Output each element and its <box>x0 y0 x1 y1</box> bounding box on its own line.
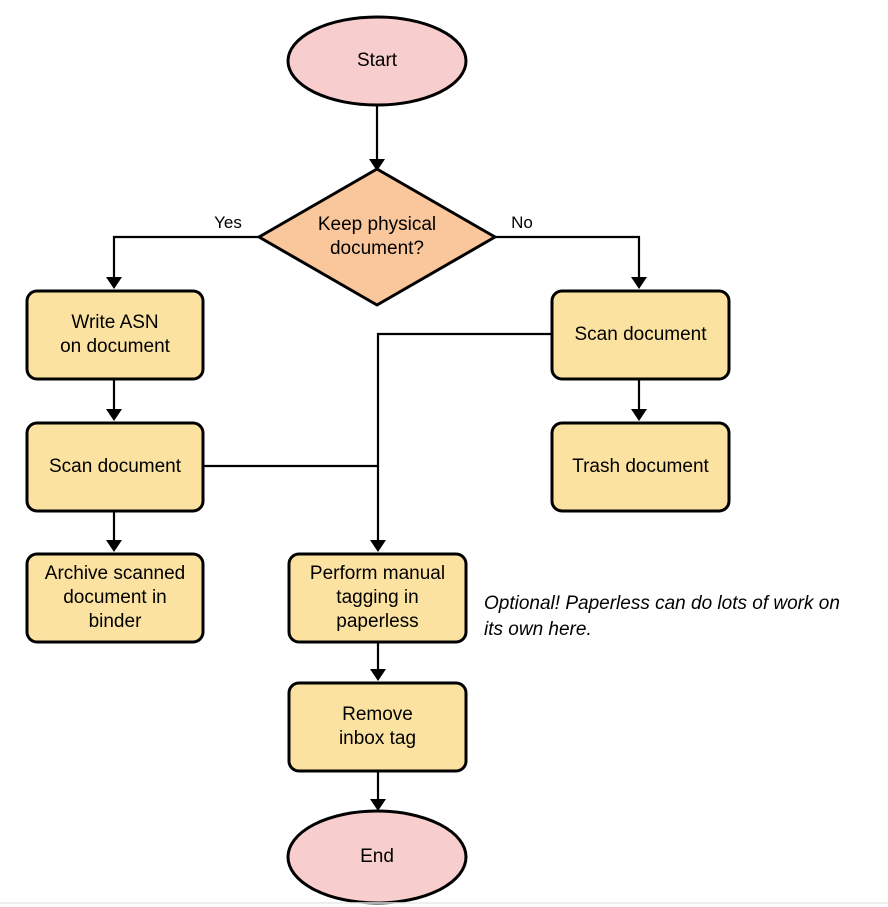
connectors-layer: Yes No <box>106 105 647 811</box>
annotations-layer: Optional! Paperless can do lots of work … <box>484 593 840 640</box>
connector-scan-document-right-to-trash <box>631 379 647 421</box>
node-label: document in <box>63 587 167 608</box>
node-label: Scan document <box>574 324 707 345</box>
connector-write-asn-to-scan-document-left <box>106 379 122 421</box>
process-shape[interactable] <box>25 421 205 513</box>
node-label: Perform manual <box>310 563 445 584</box>
process-shape[interactable] <box>550 421 731 513</box>
arrowhead-icon <box>106 540 122 552</box>
process-shape[interactable] <box>25 552 205 644</box>
connector-decision-no-to-scan-document-right: No <box>495 213 647 289</box>
process-shape[interactable] <box>287 681 468 773</box>
node-label: document? <box>330 238 424 259</box>
arrowhead-icon <box>106 409 122 421</box>
node-label: on document <box>60 336 171 357</box>
node-label: Start <box>357 50 398 71</box>
node-keep-physical-document[interactable]: Keep physical document? <box>257 167 497 307</box>
node-label: binder <box>89 611 142 632</box>
node-archive-scanned-document-in-binder[interactable]: Archive scanned document in binder <box>25 552 205 644</box>
node-label: Remove <box>342 704 413 725</box>
annotation-optional-note: Optional! Paperless can do lots of work … <box>484 593 840 640</box>
node-remove-inbox-tag[interactable]: Remove inbox tag <box>287 681 468 773</box>
decision-shape[interactable] <box>257 167 497 307</box>
node-start[interactable]: Start <box>286 15 468 107</box>
arrowhead-icon <box>370 540 386 552</box>
node-scan-document-left[interactable]: Scan document <box>25 421 205 513</box>
connector-remove-inbox-tag-to-end <box>370 771 386 811</box>
edge-label-decision-no-to-scan-document-right: No <box>511 213 533 232</box>
connector-line <box>112 235 259 281</box>
annotation-line: Optional! Paperless can do lots of work … <box>484 593 840 614</box>
node-label: Trash document <box>572 456 709 477</box>
node-label: tagging in <box>336 587 418 608</box>
arrowhead-icon <box>369 159 385 171</box>
node-label: Keep physical <box>318 214 436 235</box>
connector-scan-document-left-to-archive <box>106 511 122 552</box>
arrowhead-icon <box>631 277 647 289</box>
annotation-line: its own here. <box>484 619 592 640</box>
connector-scan-document-right-to-tagging <box>370 332 552 552</box>
arrowhead-icon <box>370 669 386 681</box>
node-end[interactable]: End <box>286 809 468 905</box>
edge-label-decision-yes-to-write-asn: Yes <box>214 213 242 232</box>
arrowhead-icon <box>370 799 386 811</box>
arrowhead-icon <box>631 409 647 421</box>
process-shape[interactable] <box>550 289 731 381</box>
node-write-asn-on-document[interactable]: Write ASN on document <box>25 289 205 381</box>
node-perform-manual-tagging-in-paperless[interactable]: Perform manual tagging in paperless <box>287 552 468 644</box>
connector-start-to-decision <box>369 105 385 171</box>
connector-decision-yes-to-write-asn: Yes <box>106 213 259 289</box>
terminator-shape[interactable] <box>286 15 468 107</box>
node-trash-document[interactable]: Trash document <box>550 421 731 513</box>
node-scan-document-right[interactable]: Scan document <box>550 289 731 381</box>
connector-tagging-to-remove-inbox-tag <box>370 642 386 681</box>
process-shape[interactable] <box>287 552 468 644</box>
node-label: End <box>360 846 394 867</box>
node-label: Archive scanned <box>45 563 185 584</box>
connector-line <box>495 235 641 281</box>
process-shape[interactable] <box>25 289 205 381</box>
node-label: paperless <box>336 611 418 632</box>
arrowhead-icon <box>106 277 122 289</box>
node-label: Scan document <box>49 456 182 477</box>
connector-line <box>376 332 552 544</box>
node-label: inbox tag <box>339 728 416 749</box>
node-label: Write ASN <box>71 312 158 333</box>
